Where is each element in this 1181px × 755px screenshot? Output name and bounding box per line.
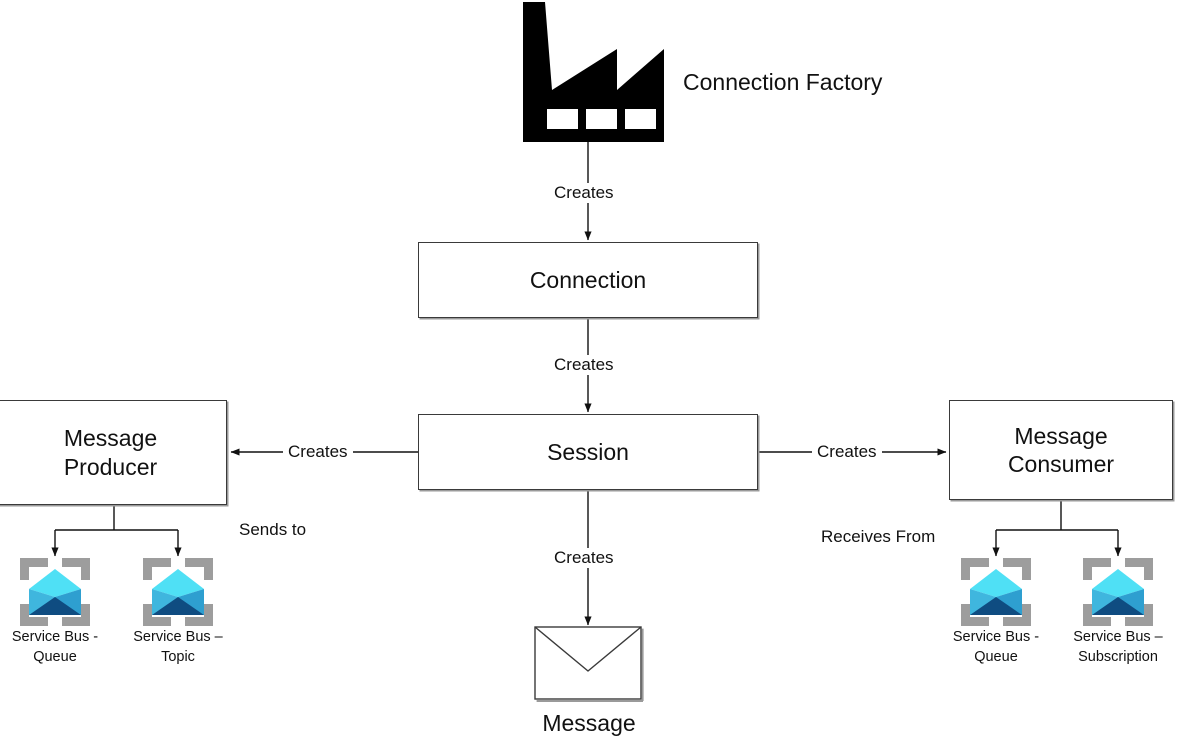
- message-producer-label: Message Producer: [63, 425, 158, 480]
- edge-label-session-producer: Creates: [283, 442, 353, 462]
- connection-box-label: Connection: [529, 266, 647, 293]
- message-consumer-label: Message Consumer: [1007, 422, 1115, 477]
- message-consumer-box[interactable]: Message Consumer: [949, 400, 1173, 500]
- service-bus-queue-label: Service Bus - Queue: [952, 629, 1040, 665]
- edge-label-factory-connection: Creates: [549, 183, 619, 203]
- service-bus-subscription-label: Service Bus – Subscription: [1073, 629, 1163, 665]
- service-bus-icon[interactable]: [1081, 556, 1155, 628]
- message-producer-box[interactable]: Message Producer: [0, 400, 227, 505]
- service-bus-icon[interactable]: [18, 556, 92, 628]
- message-label: Message: [542, 710, 636, 736]
- edge-label-session-consumer: Creates: [812, 442, 882, 462]
- envelope-icon[interactable]: [534, 626, 644, 702]
- edge-label-session-message: Creates: [549, 548, 619, 568]
- session-box[interactable]: Session: [418, 414, 758, 490]
- service-bus-queue-label: Service Bus - Queue: [11, 629, 99, 665]
- connection-box[interactable]: Connection: [418, 242, 758, 318]
- edge-label-receives-from: Receives From: [821, 527, 936, 546]
- edge-label-sends-to: Sends to: [239, 520, 307, 539]
- connection-factory-label: Connection Factory: [683, 69, 883, 95]
- service-bus-icon[interactable]: [959, 556, 1033, 628]
- factory-icon: [523, 2, 664, 142]
- service-bus-topic-label: Service Bus – Topic: [133, 629, 223, 665]
- edge-label-connection-session: Creates: [549, 355, 619, 375]
- session-box-label: Session: [547, 438, 629, 465]
- service-bus-icon[interactable]: [141, 556, 215, 628]
